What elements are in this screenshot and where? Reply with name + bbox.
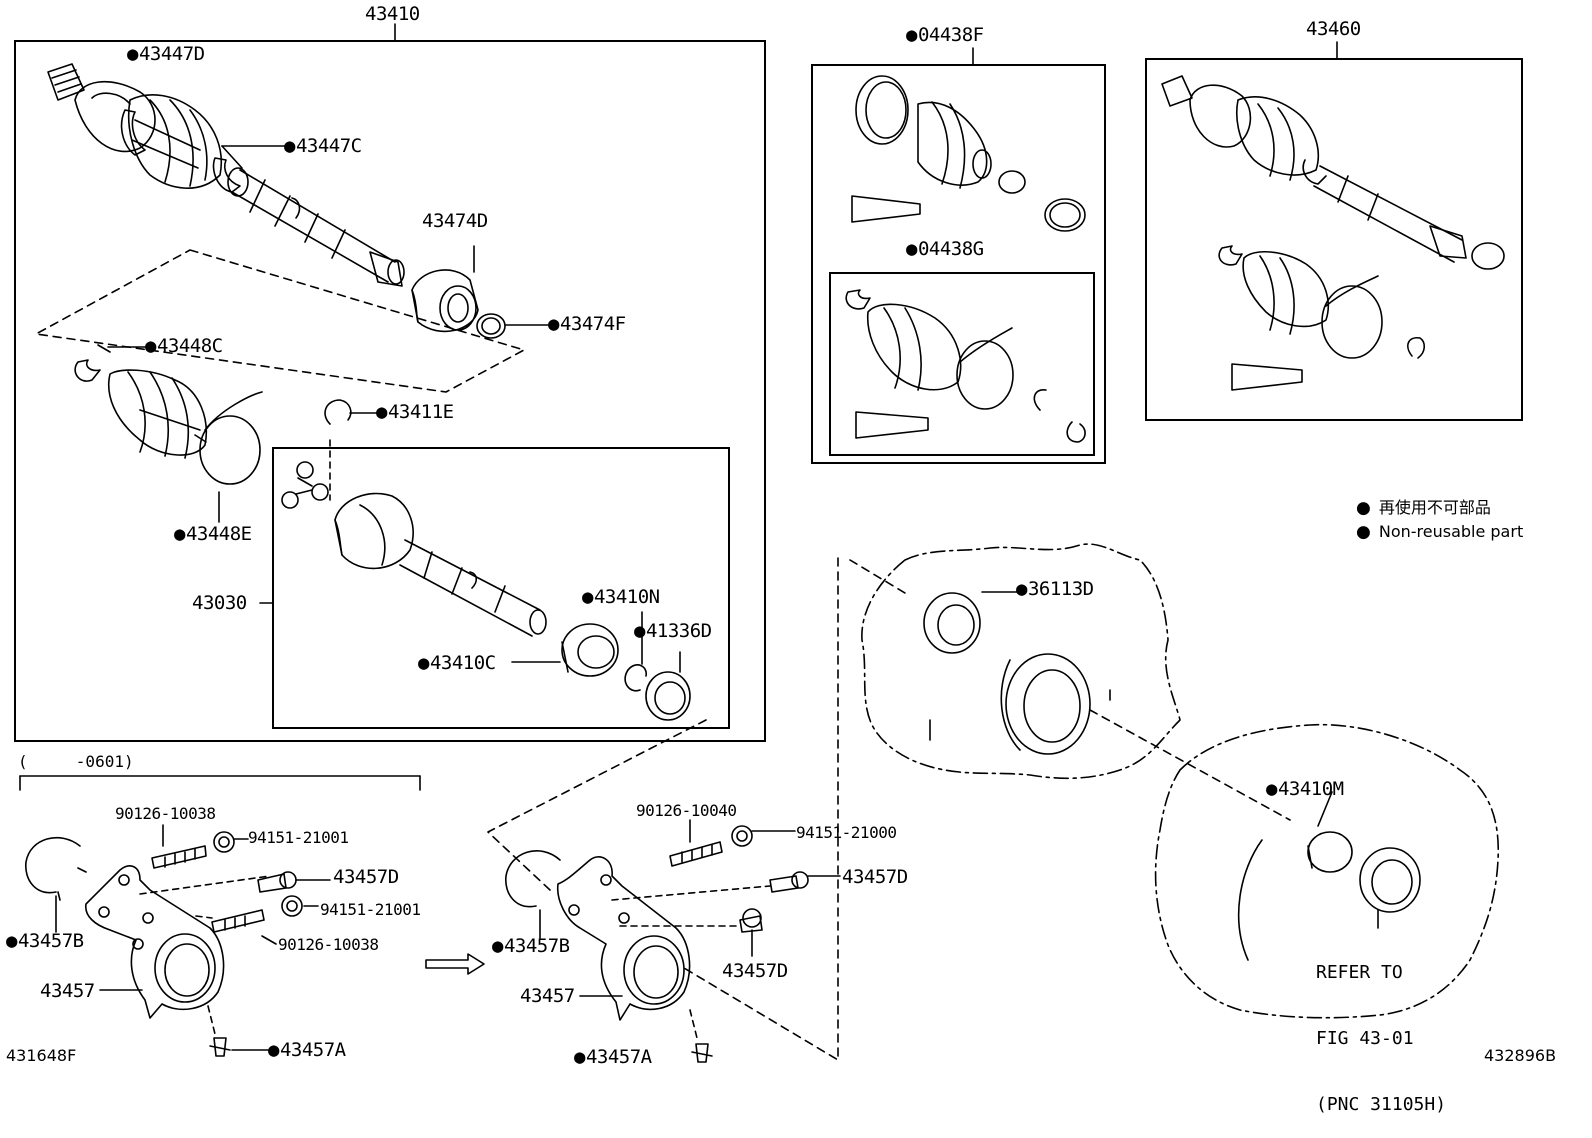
part-43447D[interactable]: 43447D [127,43,205,65]
part-43457B-new[interactable]: 43457B [492,935,570,957]
part-41336D[interactable]: 41336D [634,620,712,642]
tripod-housing-drawing [411,269,506,339]
part-43410N[interactable]: 43410N [582,586,660,608]
rh-drive-shaft-drawing [1161,75,1505,391]
part-43448E[interactable]: 43448E [174,523,252,545]
boot-kit-inner-title: 04438G [906,238,984,260]
part-90126-10038-lower[interactable]: 90126-10038 [278,935,379,954]
figure-code-left: 431648F [6,1046,77,1065]
part-43457B-old[interactable]: 43457B [6,930,84,952]
boot-kit-inner-box [829,272,1095,456]
main-assembly-title: 43410 [365,3,420,25]
bracket-new-drawing [505,825,809,1063]
figure-code-right: 432896B [1484,1046,1557,1065]
part-36113D[interactable]: 36113D [1016,578,1094,600]
title-leaders [394,23,1338,65]
diff-case-drawing [1154,723,1500,1019]
part-43457-new[interactable]: 43457 [520,985,575,1007]
part-43411E[interactable]: 43411E [376,401,454,423]
part-43474D[interactable]: 43474D [422,210,488,232]
nr-dot-icon: ● [1356,498,1371,518]
refer-line-1: REFER TO [1316,962,1403,983]
legend: ● 再使用不可部品 ● Non-reusable part [1356,496,1523,544]
part-90126-10040[interactable]: 90126-10040 [636,801,737,820]
transmission-case-drawing [849,543,1291,821]
inner-boot-drawing [74,344,263,485]
part-43457D-new-upper[interactable]: 43457D [842,866,908,888]
part-94151-21001-lower[interactable]: 94151-21001 [320,900,421,919]
refer-note[interactable]: REFER TO FIG 43-01 (PNC 31105H) [1316,918,1446,1138]
boot-kit-outer-title: 04438F [906,24,984,46]
part-94151-21000[interactable]: 94151-21000 [796,823,897,842]
label-leaders-bracket-old [55,824,331,1051]
part-43457D-new-lower[interactable]: 43457D [722,960,788,982]
part-43474F[interactable]: 43474F [548,313,626,335]
main-assembly-box [14,40,766,742]
legend-english: Non-reusable part [1378,522,1524,541]
legend-row-japanese: ● 再使用不可部品 [1356,496,1523,520]
part-43457D-old[interactable]: 43457D [333,866,399,888]
rh-shaft-assembly-title: 43460 [1306,18,1361,40]
legend-japanese: 再使用不可部品 [1378,498,1491,517]
date-range-label: ( -0601) [18,752,134,771]
part-43457A-new[interactable]: 43457A [574,1046,652,1068]
legend-row-english: ● Non-reusable part [1356,520,1523,544]
inner-joint-assy-box [272,447,730,729]
rh-shaft-assembly-box [1145,58,1523,421]
left-drive-shaft-drawing [47,63,405,287]
part-43448C[interactable]: 43448C [145,335,223,357]
part-43447C[interactable]: 43447C [284,135,362,157]
label-leaders-bracket-new [539,819,841,997]
boot-kit-g-drawing [845,289,1086,443]
inner-joint-assy-label: 43030 [192,592,247,614]
refer-line-2: FIG 43-01 [1316,1028,1414,1049]
part-90126-10038-upper[interactable]: 90126-10038 [115,804,216,823]
part-43457-old[interactable]: 43457 [40,980,95,1002]
replacement-arrow [425,953,485,975]
inner-joint-drawing [281,461,691,721]
boot-kit-f-drawing [851,75,1086,232]
parts-diagram-artwork [19,23,1505,1063]
part-43457A-old[interactable]: 43457A [268,1039,346,1061]
part-94151-21001-upper[interactable]: 94151-21001 [248,828,349,847]
dashed-links [487,557,839,1061]
refer-line-3: (PNC 31105H) [1316,1094,1447,1115]
bracket-old-drawing [19,775,421,1057]
boot-kit-outer-box [811,64,1106,464]
boot-kit-dashed-outline [35,249,525,393]
part-43410M[interactable]: 43410M [1266,778,1344,800]
part-43410C[interactable]: 43410C [418,652,496,674]
nr-dot-icon: ● [1356,522,1371,542]
